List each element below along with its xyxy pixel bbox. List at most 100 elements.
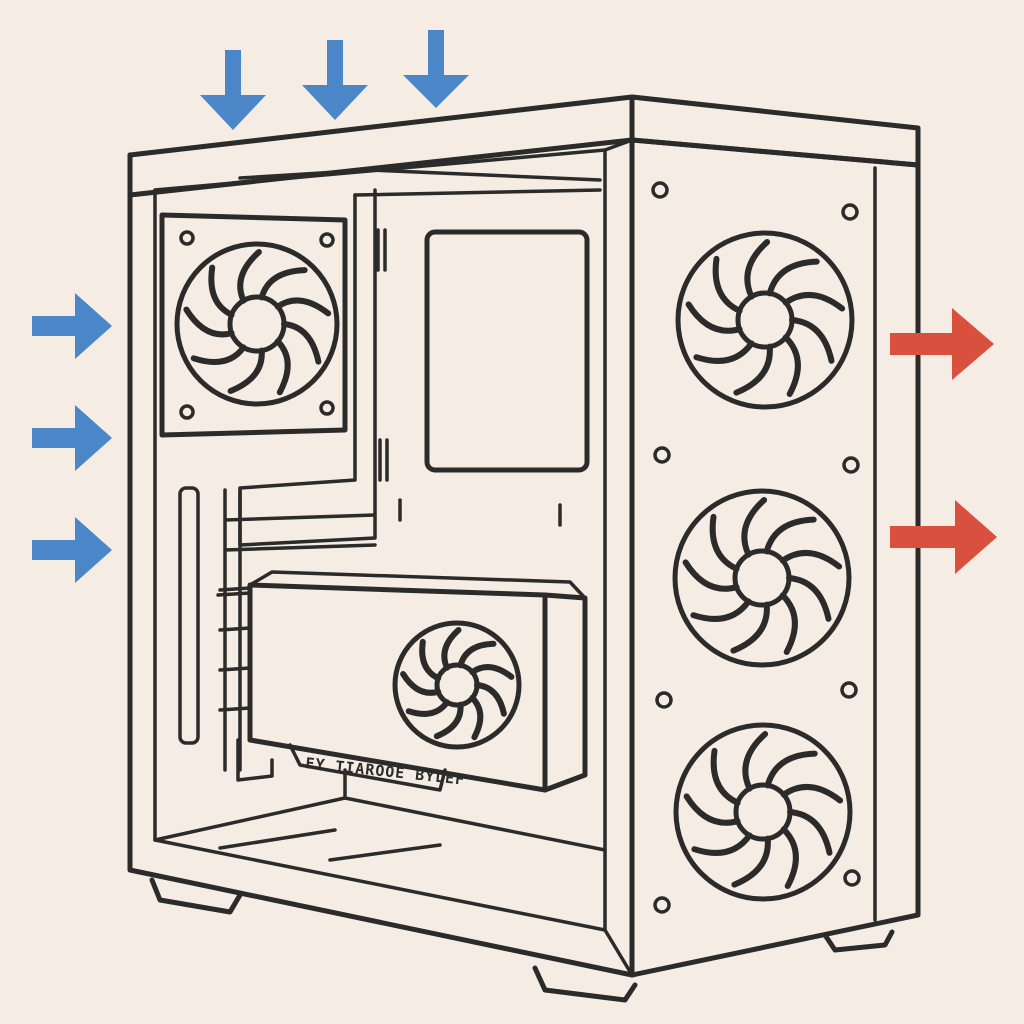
- case-top-rail: [238, 168, 602, 197]
- arrow-in-icon: [32, 293, 112, 359]
- front-fans: [651, 181, 861, 914]
- front-fan-ring: [672, 488, 852, 668]
- gpu-bracket: [216, 591, 274, 782]
- arrow-in-icon: [32, 405, 112, 471]
- cable-grommet-mid: [378, 438, 389, 482]
- fan-blade: [779, 592, 798, 655]
- case-front-inner-edge: [603, 138, 877, 977]
- rear-exhaust-fan: [159, 212, 348, 438]
- fan-blade: [690, 598, 752, 622]
- arrow-out-icon: [890, 308, 994, 380]
- cable-grommet-top: [376, 228, 387, 272]
- fan-blade: [766, 258, 820, 297]
- front-fan-blades: [683, 731, 844, 889]
- case-inner-frame: [153, 148, 607, 932]
- rear-fan-screw: [179, 404, 195, 420]
- front-fan-middle: [672, 488, 852, 668]
- fan-blade: [691, 832, 753, 856]
- gpu-label: EY TIAROOE BYLEF: [305, 754, 467, 789]
- fan-blade: [281, 321, 322, 365]
- rear-fan-screw: [319, 400, 335, 416]
- case-bottom-vents: [218, 828, 442, 862]
- motherboard-cutout: [424, 229, 590, 473]
- fan-blade: [741, 497, 768, 558]
- side-intake-arrows: [32, 293, 112, 583]
- front-fan-blades: [682, 497, 843, 655]
- fan-blade: [683, 793, 741, 826]
- rear-fan-frame: [159, 212, 348, 438]
- rear-fan-blades: [183, 249, 332, 396]
- case-foot-center: [532, 965, 638, 1003]
- psu-rail: [178, 486, 200, 745]
- case-body: [127, 94, 921, 1003]
- case-foot-left: [149, 877, 243, 915]
- fan-blade: [274, 297, 332, 317]
- front-fan-blades: [685, 239, 846, 397]
- fan-blade: [780, 826, 799, 889]
- gpu-fan-blades: [400, 627, 515, 741]
- fan-blade: [441, 627, 462, 671]
- fan-blade: [712, 255, 743, 314]
- fan-blade: [183, 306, 235, 338]
- fan-blade: [763, 516, 817, 555]
- gpu-side: [542, 592, 588, 793]
- fan-blade: [208, 264, 235, 318]
- expansion-slots: [218, 488, 377, 772]
- arrow-in-icon: [32, 517, 112, 583]
- fan-blade: [782, 334, 801, 397]
- rear-fan-ring: [174, 241, 340, 407]
- fan-blade: [742, 731, 769, 792]
- fan-blade: [789, 317, 835, 364]
- fan-blade: [786, 575, 832, 622]
- case-side-outline: [127, 94, 635, 198]
- case-foot-right: [822, 929, 895, 953]
- fan-blade: [400, 671, 442, 696]
- gpu-top-edge: [248, 570, 587, 600]
- fan-blade: [419, 638, 442, 682]
- gpu-pcb-edge: [288, 743, 447, 792]
- front-fan-ring: [675, 230, 855, 410]
- fan-blade: [405, 699, 450, 717]
- front-fan-ring: [673, 722, 853, 902]
- front-panel-screws: [651, 181, 861, 914]
- rear-fan-screw: [179, 230, 195, 246]
- front-fan-top: [675, 230, 855, 410]
- fan-blade: [258, 267, 308, 301]
- case-bottom-shroud: [153, 768, 607, 852]
- fan-blade: [709, 513, 740, 572]
- arrow-in-icon: [302, 40, 368, 120]
- arrow-in-icon: [403, 30, 469, 108]
- fan-blade: [764, 750, 818, 789]
- arrow-out-icon: [890, 500, 997, 574]
- arrow-in-icon: [200, 50, 266, 130]
- top-intake-arrows: [200, 30, 469, 130]
- front-fan-bottom: [673, 722, 853, 902]
- fan-blade: [469, 664, 515, 680]
- fan-blade: [274, 338, 291, 396]
- cable-grommet-low: [398, 498, 562, 527]
- fan-blade: [779, 549, 843, 570]
- fan-blade: [469, 694, 484, 741]
- exhaust-arrows: [890, 308, 997, 574]
- fan-blade: [190, 344, 247, 365]
- fan-blade: [744, 239, 771, 300]
- fan-blade: [474, 682, 507, 717]
- fan-blade: [730, 601, 770, 654]
- rear-fan-screw: [319, 232, 335, 248]
- fan-blade: [227, 347, 265, 394]
- gpu-fan-ring: [392, 620, 522, 750]
- fan-blade: [733, 343, 773, 396]
- fan-blade: [693, 340, 755, 364]
- case-main-outline: [127, 137, 635, 978]
- fan-blade: [457, 640, 497, 669]
- fan-blade: [433, 701, 464, 740]
- fan-blade: [780, 783, 844, 804]
- fan-blade: [685, 301, 743, 334]
- fan-blade: [731, 835, 771, 888]
- fan-blade: [782, 291, 846, 312]
- fan-blade: [237, 249, 262, 304]
- fan-blade: [787, 809, 833, 856]
- fan-blade: [682, 559, 740, 592]
